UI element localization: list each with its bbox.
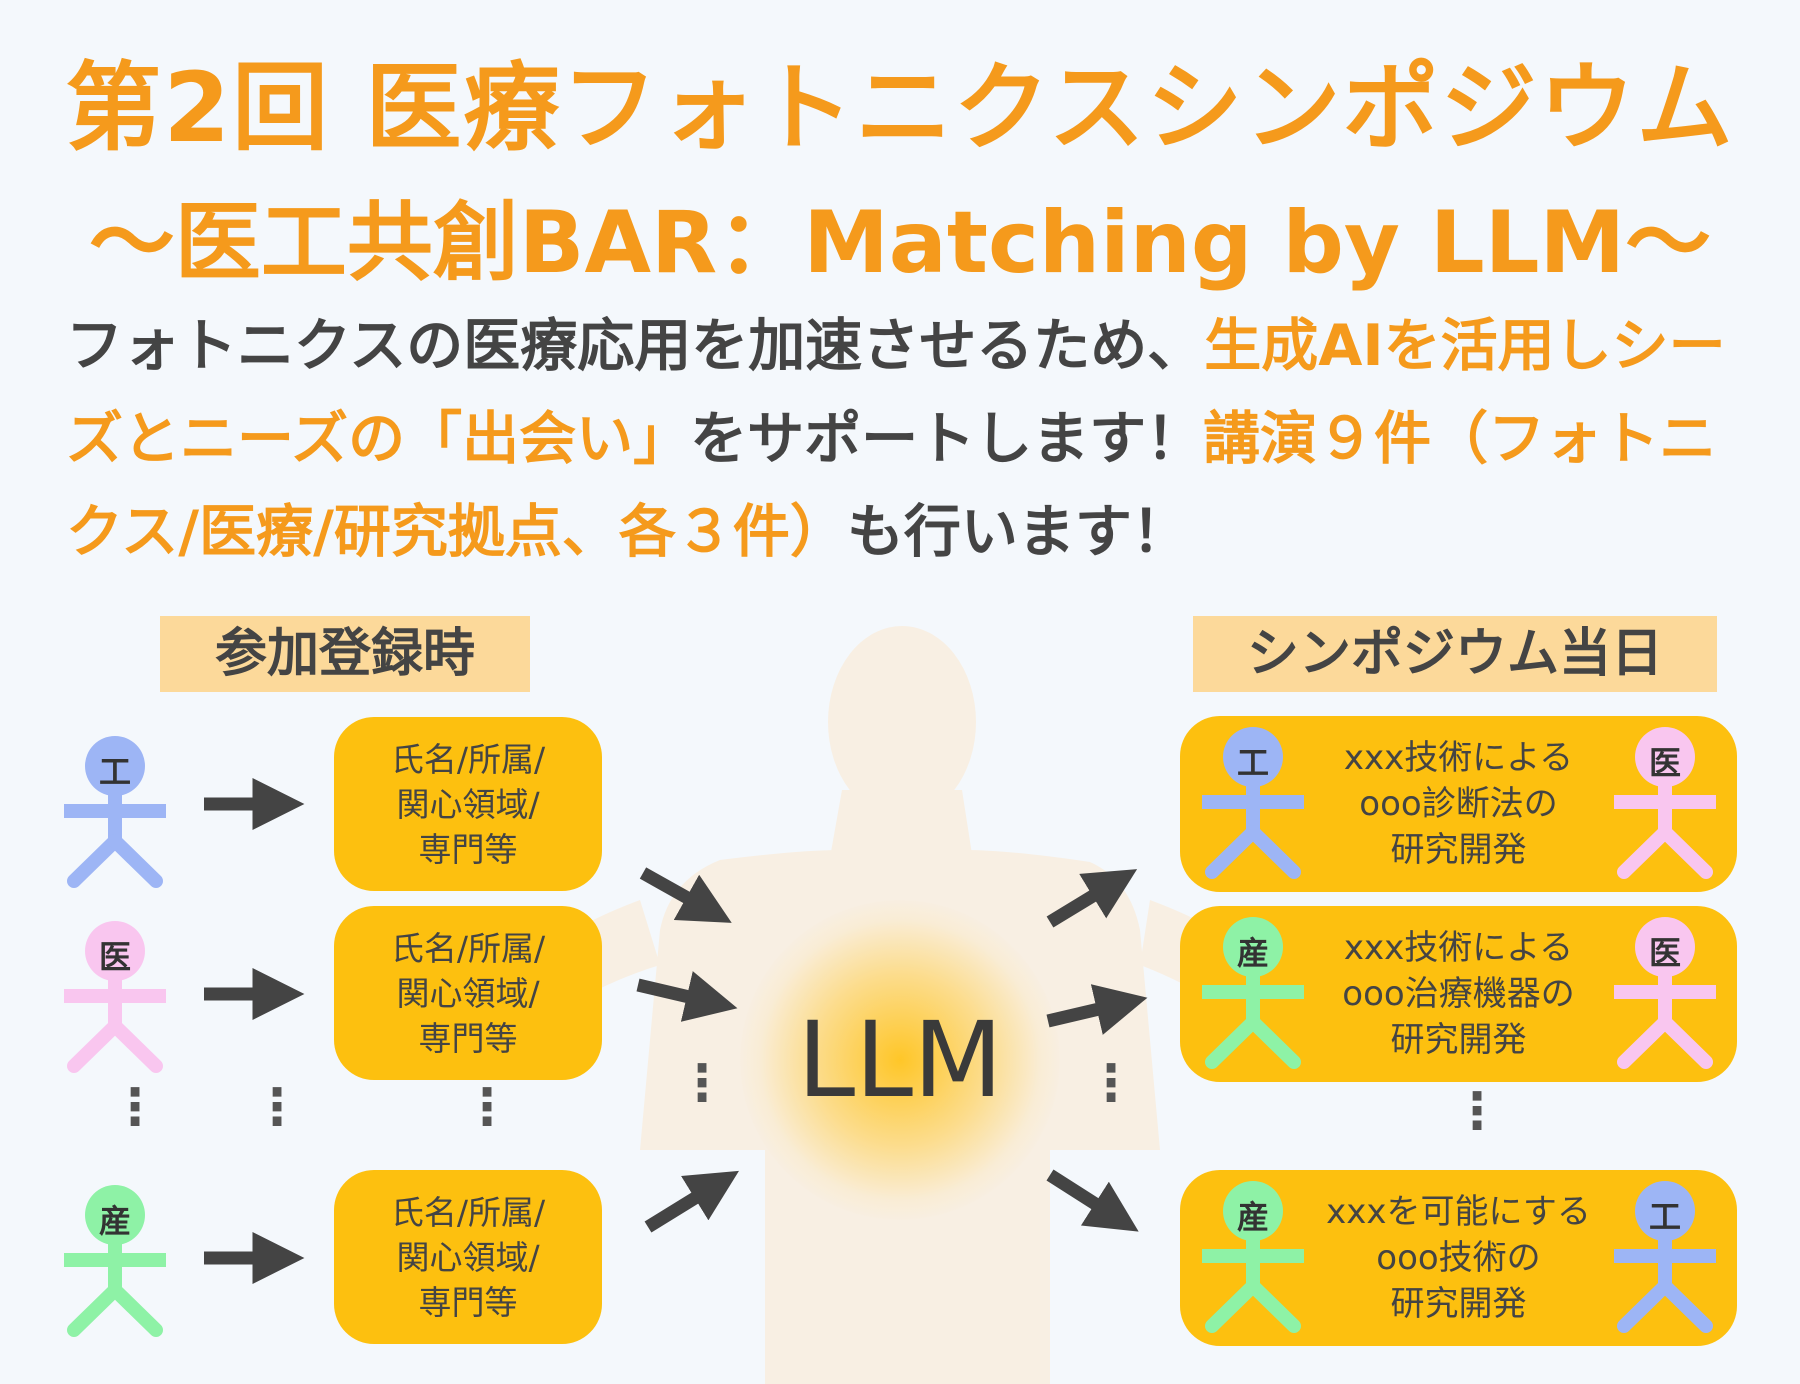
- intro-part-3: をサポートします！: [690, 406, 1204, 472]
- match-char: 工: [1648, 1198, 1681, 1236]
- ellipsis-arrows: ⋮: [252, 1078, 302, 1136]
- arrow-card-1-to-llm: [639, 867, 732, 923]
- intro-highlight-lectures: 講演９件（フォトニクス/医療/研究拠点、各３件）: [66, 406, 1717, 565]
- card-line: 氏名/所属/: [390, 739, 546, 779]
- arrow-llm-to-match-3: [1046, 1169, 1139, 1232]
- person-icon: [1202, 1181, 1304, 1333]
- registration-card: 氏名/所属/関心領域/専門等: [334, 906, 602, 1080]
- intro-part-5: も行います！: [846, 499, 1189, 565]
- person-icon: [1614, 917, 1716, 1069]
- participant-medical: 医: [60, 918, 170, 1078]
- match-line: 研究開発: [1390, 1020, 1527, 1060]
- match-card: 工 xxx技術による ooo診断法の研究開発 医: [1180, 716, 1737, 892]
- intro-text: フォトニクスの医療応用を加速させるため、生成AIを活用しシーズとニーズの「出会い…: [66, 300, 1756, 579]
- match-line: 研究開発: [1390, 830, 1527, 870]
- match-line: xxxを可能にする: [1326, 1192, 1591, 1232]
- match-person-left: 産: [1198, 1178, 1308, 1338]
- card-line: 氏名/所属/: [390, 1192, 546, 1232]
- match-char: 産: [1236, 1198, 1269, 1236]
- page-subtitle: 〜医工共創BAR：Matching by LLM〜: [88, 193, 1712, 293]
- llm-glow: [740, 900, 1060, 1220]
- ellipsis-matches: ⋮: [1452, 1082, 1502, 1140]
- ellipsis-participants: ⋮: [110, 1078, 160, 1136]
- participant-char: 産: [98, 1202, 131, 1240]
- match-line: xxx技術による: [1343, 928, 1574, 968]
- match-line: ooo技術の: [1376, 1238, 1541, 1278]
- match-person-left: 産: [1198, 914, 1308, 1074]
- registration-card: 氏名/所属/関心領域/専門等: [334, 717, 602, 891]
- page-title: 第2回 医療フォトニクスシンポジウム: [65, 52, 1735, 164]
- card-line: 氏名/所属/: [390, 928, 546, 968]
- participant-engineer: 工: [60, 733, 170, 893]
- person-icon: [64, 921, 166, 1073]
- match-card: 産 xxx技術による ooo治療機器の研究開発 医: [1180, 906, 1737, 1082]
- card-line: 関心領域/: [396, 784, 540, 824]
- card-line: 関心領域/: [396, 973, 540, 1013]
- match-person-right: 医: [1610, 914, 1720, 1074]
- match-person-right: 工: [1610, 1178, 1720, 1338]
- match-char: 医: [1648, 934, 1681, 972]
- match-line: ooo治療機器の: [1342, 974, 1575, 1014]
- match-char: 医: [1648, 744, 1681, 782]
- match-card: 産 xxxを可能にする ooo技術の研究開発 工: [1180, 1170, 1737, 1346]
- section-label-symposium-day: シンポジウム当日: [1193, 616, 1717, 692]
- section-label-registration: 参加登録時: [160, 616, 530, 692]
- person-icon: [1202, 727, 1304, 879]
- match-line: xxx技術による: [1343, 738, 1574, 778]
- participant-char: 工: [98, 753, 131, 791]
- match-char: 工: [1236, 744, 1269, 782]
- intro-part-1: フォトニクスの医療応用を加速させるため、: [66, 313, 1205, 379]
- person-icon: [1614, 727, 1716, 879]
- match-person-left: 工: [1198, 724, 1308, 884]
- participant-industry: 産: [60, 1182, 170, 1342]
- registration-card: 氏名/所属/関心領域/専門等: [334, 1170, 602, 1344]
- arrow-card-3-to-llm: [644, 1170, 739, 1233]
- match-line: ooo診断法の: [1359, 784, 1558, 824]
- participant-char: 医: [98, 938, 131, 976]
- person-icon: [1614, 1181, 1716, 1333]
- card-line: 専門等: [418, 829, 518, 869]
- ellipsis-cards: ⋮: [462, 1078, 512, 1136]
- arrow-llm-to-match-2: [1046, 984, 1148, 1035]
- match-person-right: 医: [1610, 724, 1720, 884]
- match-topic: xxxを可能にする ooo技術の研究開発: [1290, 1170, 1627, 1346]
- card-line: 専門等: [418, 1282, 518, 1322]
- card-line: 関心領域/: [396, 1237, 540, 1277]
- arrow-card-2-to-llm: [636, 971, 738, 1022]
- match-char: 産: [1236, 934, 1269, 972]
- intro-highlight-ai: 生成AIを活用しシーズとニーズの「出会い」: [66, 313, 1726, 472]
- person-icon: [64, 736, 166, 888]
- match-line: 研究開発: [1390, 1284, 1527, 1324]
- card-line: 専門等: [418, 1018, 518, 1058]
- match-topic: xxx技術による ooo診断法の研究開発: [1290, 716, 1627, 892]
- arrow-llm-to-match-1: [1046, 869, 1138, 928]
- ellipsis-from-llm: ⋮: [1086, 1058, 1136, 1108]
- match-topic: xxx技術による ooo治療機器の研究開発: [1290, 906, 1627, 1082]
- person-icon: [64, 1185, 166, 1337]
- person-icon: [1202, 917, 1304, 1069]
- llm-label: LLM: [797, 999, 1003, 1121]
- ellipsis-to-llm: ⋮: [677, 1058, 727, 1108]
